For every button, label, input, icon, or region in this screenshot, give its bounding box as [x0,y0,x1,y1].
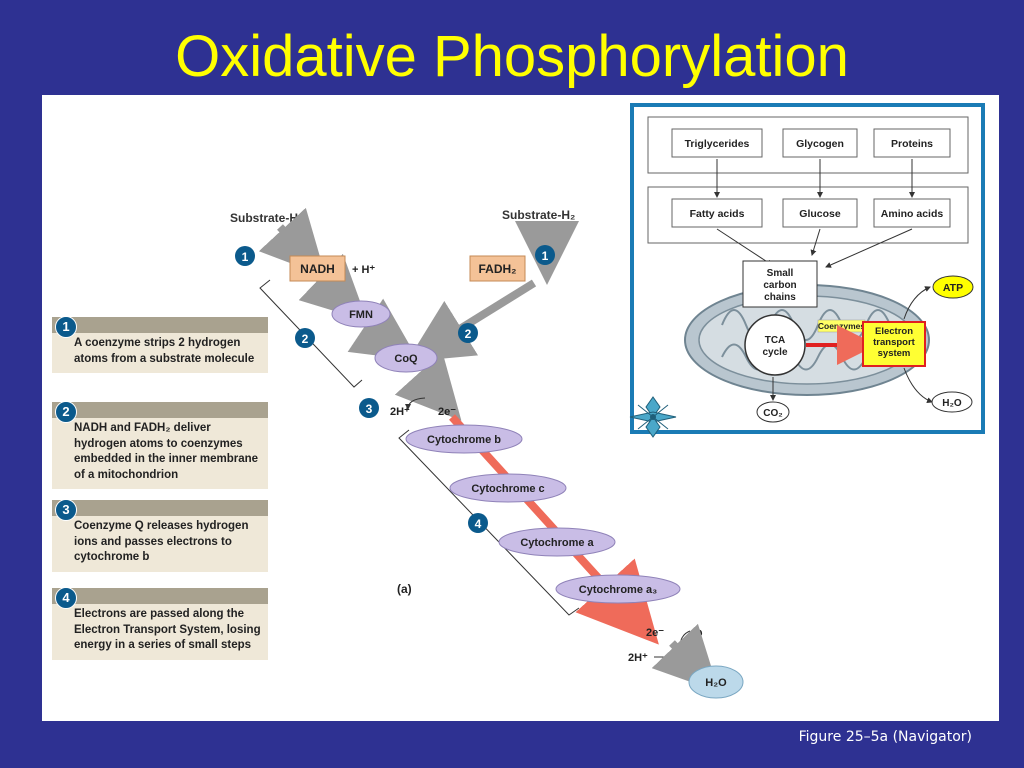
coenzymes-label: Coenzymes [818,321,866,331]
cytochrome-c-label: Cytochrome c [471,483,544,495]
proteins-label: Proteins [891,138,933,150]
cytochrome-a3-label: Cytochrome a₃ [579,584,657,596]
svg-text:1: 1 [242,250,249,264]
two-h-plus-bottom: 2H⁺ [628,652,648,664]
part-a-label: (a) [397,582,412,596]
step-2-badge: 2 [55,401,77,423]
arrow-coq-down [394,351,462,421]
substrate-right-label: Substrate-H₂ [502,208,575,222]
svg-text:2: 2 [465,327,472,341]
fadh2-box [469,255,526,282]
co2-ellipse [756,401,790,423]
marker-1-right: 1 [535,245,555,265]
oxygen-label: O [694,628,703,640]
cytochrome-c-ellipse [449,473,567,503]
svg-text:2: 2 [302,332,309,346]
triglycerides-label: Triglycerides [685,138,750,150]
cytochrome-a3-ellipse [555,574,681,604]
etc-diagram: Substrate-H₂ Substrate-H₂ NADH + H⁺ FADH… [230,103,985,699]
nadh-label: NADH [300,262,335,276]
cytochrome-b-label: Cytochrome b [427,434,501,446]
triglycerides-box [671,128,763,158]
navigator-inset: Triglycerides Glycogen Proteins Fatty ac… [629,103,985,438]
step-1-box: 1 A coenzyme strips 2 hydrogen atoms fro… [52,316,268,373]
fmn-label: FMN [349,309,373,321]
coq-ellipse [374,343,438,373]
cytochrome-a-ellipse [498,527,616,557]
glucose-box [782,198,858,228]
atp-label: ATP [943,282,963,294]
step-4-text: Electrons are passed along the Electron … [74,608,261,651]
atp-ellipse [932,275,974,299]
two-h-plus-top: 2H⁺ [390,406,410,418]
oxygen-join-arrow [679,630,691,648]
tca-circle [744,314,806,376]
cytochrome-a-label: Cytochrome a [520,537,594,549]
step-1-text: A coenzyme strips 2 hydrogen atoms from … [74,337,255,365]
amino-acids-box [873,198,951,228]
arrow-fadh2-to-coq [406,279,537,362]
marker-4: 4 [468,513,488,533]
glucose-label: Glucose [799,208,841,220]
figure-caption: Figure 25–5a (Navigator) [798,729,972,745]
two-e-top: 2e⁻ [438,406,456,418]
step-4-box: 4 Electrons are passed along the Electro… [52,587,268,660]
svg-text:3: 3 [366,402,373,416]
water-label: H₂O [705,677,727,689]
step-3-text: Coenzyme Q releases hydrogen ions and pa… [74,520,249,563]
marker-2-left: 2 [295,328,315,348]
coq-label: CoQ [394,353,418,365]
substrate-left-label: Substrate-H₂ [230,211,303,225]
step-3-box: 3 Coenzyme Q releases hydrogen ions and … [52,499,268,572]
navigator-water-label: H₂O [942,398,962,409]
arrow-substrate-to-nadh [258,207,326,277]
nadh-box [289,255,346,282]
two-e-bottom: 2e⁻ [646,627,664,639]
h-plus-release-arrow [405,397,426,410]
compass-rose-icon [629,396,677,438]
marker-1-left: 1 [235,246,255,266]
ets-box [862,321,926,367]
glycogen-label: Glycogen [796,138,844,150]
svg-text:1: 1 [542,249,549,263]
glycogen-box [782,128,858,158]
cytochrome-b-ellipse [405,424,523,454]
step-2-box: 2 NADH and FADH₂ deliver hydrogen atoms … [52,401,268,489]
fatty-acids-box [671,198,763,228]
fmn-ellipse [331,300,391,328]
step-1-badge: 1 [55,316,77,338]
step-2-text: NADH and FADH₂ deliver hydrogen atoms to… [74,422,259,481]
figure-panel: 1 A coenzyme strips 2 hydrogen atoms fro… [42,95,999,721]
amino-acids-label: Amino acids [881,208,944,220]
water-ellipse [688,665,744,699]
h-plus-label: + H⁺ [352,264,375,276]
step-3-badge: 3 [55,499,77,521]
step-4-badge: 4 [55,587,77,609]
svg-text:4: 4 [475,517,482,531]
marker-2-right: 2 [458,323,478,343]
marker-3: 3 [359,398,379,418]
fatty-acids-label: Fatty acids [690,208,745,220]
arrow-to-water [651,623,720,693]
fadh2-label: FADH₂ [479,262,517,276]
proteins-box [873,128,951,158]
arrow-nadh-to-fmn [298,253,368,322]
small-carbon-box [742,260,818,308]
arrow-fmn-to-coq [347,298,419,361]
navigator-water-ellipse [931,391,973,413]
co2-label: CO₂ [763,408,782,419]
slide-title: Oxidative Phosphorylation [175,24,849,89]
